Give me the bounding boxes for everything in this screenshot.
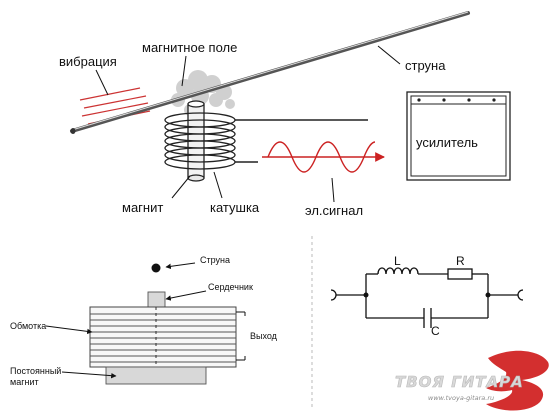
watermark-title: ТВОЯ ГИТАРА: [395, 373, 524, 391]
core-label: Сердечник: [208, 282, 253, 292]
equivalent-circuit: L R C: [311, 236, 524, 410]
amplifier-label: усилитель: [416, 135, 478, 150]
magnetic-field-label: магнитное поле: [142, 40, 237, 55]
right-terminal: [517, 289, 524, 301]
capacitor-label: C: [431, 324, 440, 338]
inductor: [377, 267, 419, 275]
magnetic-field-leader: [181, 55, 187, 87]
winding-arrow: [45, 325, 93, 335]
junction-right: [485, 292, 491, 298]
winding-block: [89, 306, 237, 368]
guitar-swoosh-icon: [486, 350, 549, 411]
vibration-label: вибрация: [59, 54, 117, 69]
signal-leader: [331, 177, 335, 203]
left-terminal: [330, 289, 337, 301]
watermark-logo: ТВОЯ ГИТАРА www.tvoya-gitara.ru: [395, 350, 549, 411]
junction-left: [363, 292, 369, 298]
pickup-string-label: Струна: [200, 255, 230, 265]
string-arrow: [165, 262, 196, 270]
pickup-cross-section: Струна Сердечник Выход: [10, 255, 278, 387]
winding-lines: [90, 313, 236, 363]
winding-label: Обмотка: [10, 321, 46, 331]
watermark-url: www.tvoya-gitara.ru: [428, 394, 494, 402]
resistor: [447, 268, 473, 280]
signal-label: эл.сигнал: [305, 203, 363, 218]
permanent-magnet: [105, 366, 207, 385]
string-label: струна: [405, 58, 446, 73]
amplifier-box: усилитель: [406, 91, 511, 181]
magnet-arrow: [61, 371, 117, 379]
electric-signal-wave: [262, 141, 385, 173]
string-dot: [151, 263, 161, 273]
magnet-label: магнит: [122, 200, 163, 215]
guitar-string: [70, 11, 470, 134]
top-pickup-illustration: усилитель вибрация магнитное поле струна…: [59, 11, 511, 218]
output-label: Выход: [250, 331, 278, 341]
magnet-leader: [171, 175, 191, 199]
coil-leader: [213, 171, 223, 199]
resistor-label: R: [456, 254, 465, 268]
coil-wires: [235, 119, 368, 163]
magnet-label-line2: магнит: [10, 377, 39, 387]
vibration-leader: [95, 69, 109, 96]
string-leader: [377, 45, 401, 65]
magnet-label-line1: Постоянный: [10, 366, 61, 376]
inductor-label: L: [394, 254, 401, 268]
core-arrow: [165, 290, 207, 301]
coil-label: катушка: [210, 200, 260, 215]
core-top: [147, 291, 166, 309]
